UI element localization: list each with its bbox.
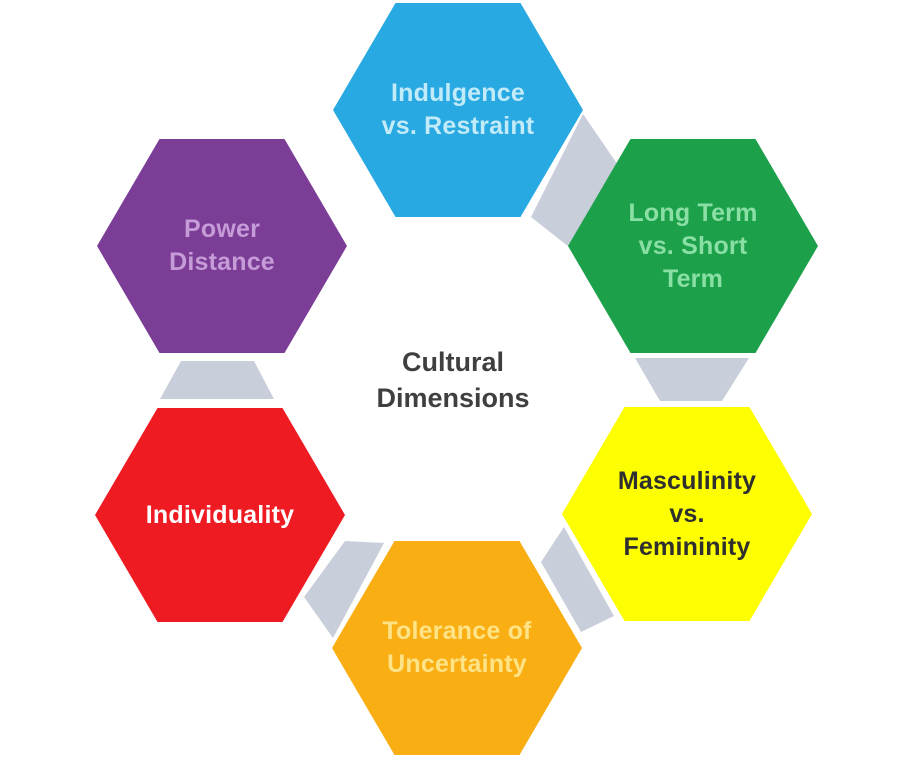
hexagon-masculinity-vs-femininity: Masculinity vs. Femininity: [562, 407, 812, 621]
connector-yellow-to-orange: [541, 527, 614, 632]
hexagon-tolerance-of-uncertainty: Tolerance of Uncertainty: [332, 541, 582, 755]
hexagon-label-individuality: Individuality: [145, 500, 295, 529]
diagram-title: Cultural Dimensions: [376, 347, 530, 413]
hexagon-label-indulgence-vs-restraint: Indulgence vs. Restraint: [381, 79, 535, 140]
hexagon-label-tolerance-of-uncertainty: Tolerance of Uncertainty: [382, 617, 532, 678]
connector-orange-to-red: [304, 541, 384, 638]
hexagon-label-long-term-vs-short-term: Long Term vs. Short Term: [628, 198, 758, 293]
connector-red-to-purple: [160, 361, 274, 399]
connector-blue-to-green: [531, 114, 620, 247]
connector-green-to-yellow: [635, 358, 749, 401]
hexagon-label-power-distance: Power Distance: [169, 215, 275, 276]
hexagon-label-masculinity-vs-femininity: Masculinity vs. Femininity: [617, 466, 757, 561]
hexagon-long-term-vs-short-term: Long Term vs. Short Term: [568, 139, 818, 353]
